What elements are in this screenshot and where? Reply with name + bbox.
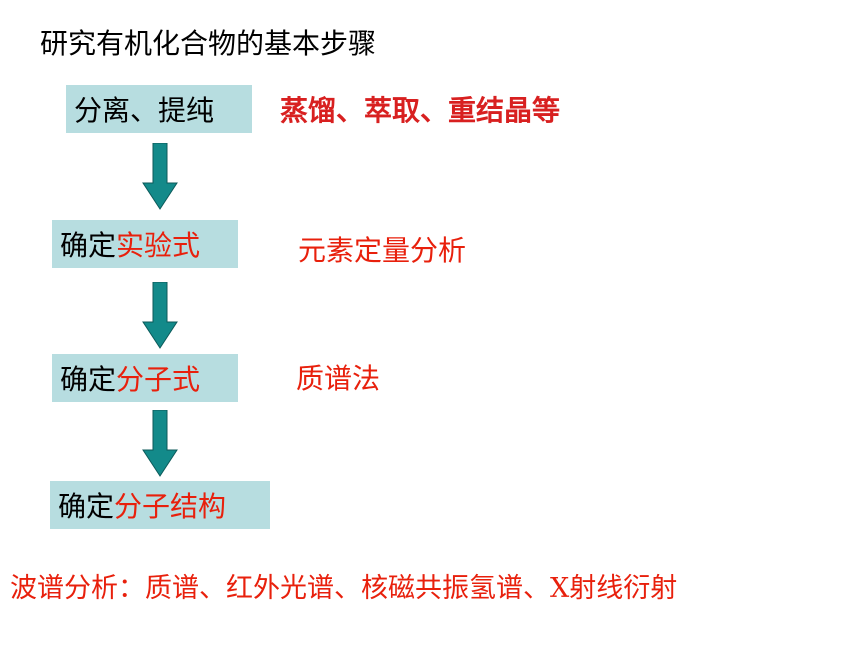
step-label: 确定: [60, 363, 117, 396]
method-mass-spectrometry: 质谱法: [296, 362, 381, 395]
step-box-molecular-structure: 确定 分子结构: [50, 481, 270, 529]
step-box-empirical-formula: 确定 实验式: [52, 220, 238, 268]
method-separation: 蒸馏、萃取、重结晶等: [280, 94, 561, 127]
step-label: 确定: [58, 490, 115, 523]
step-label: 确定: [60, 229, 117, 262]
step-box-separation: 分离、提纯: [66, 85, 252, 133]
spectral-analysis-footer: 波谱分析：质谱、红外光谱、核磁共振氢谱、X射线衍射: [10, 573, 678, 604]
method-elemental-analysis: 元素定量分析: [298, 234, 467, 267]
step-highlight: 分子结构: [114, 490, 227, 523]
step-box-molecular-formula: 确定 分子式: [52, 354, 238, 402]
step-highlight: 实验式: [116, 229, 201, 262]
page-title: 研究有机化合物的基本步骤: [40, 27, 377, 60]
step-highlight: 分子式: [116, 363, 201, 396]
down-arrow-icon: [142, 410, 178, 477]
down-arrow-icon: [142, 282, 178, 349]
step-label: 分离、提纯: [74, 94, 215, 127]
down-arrow-icon: [142, 143, 178, 210]
